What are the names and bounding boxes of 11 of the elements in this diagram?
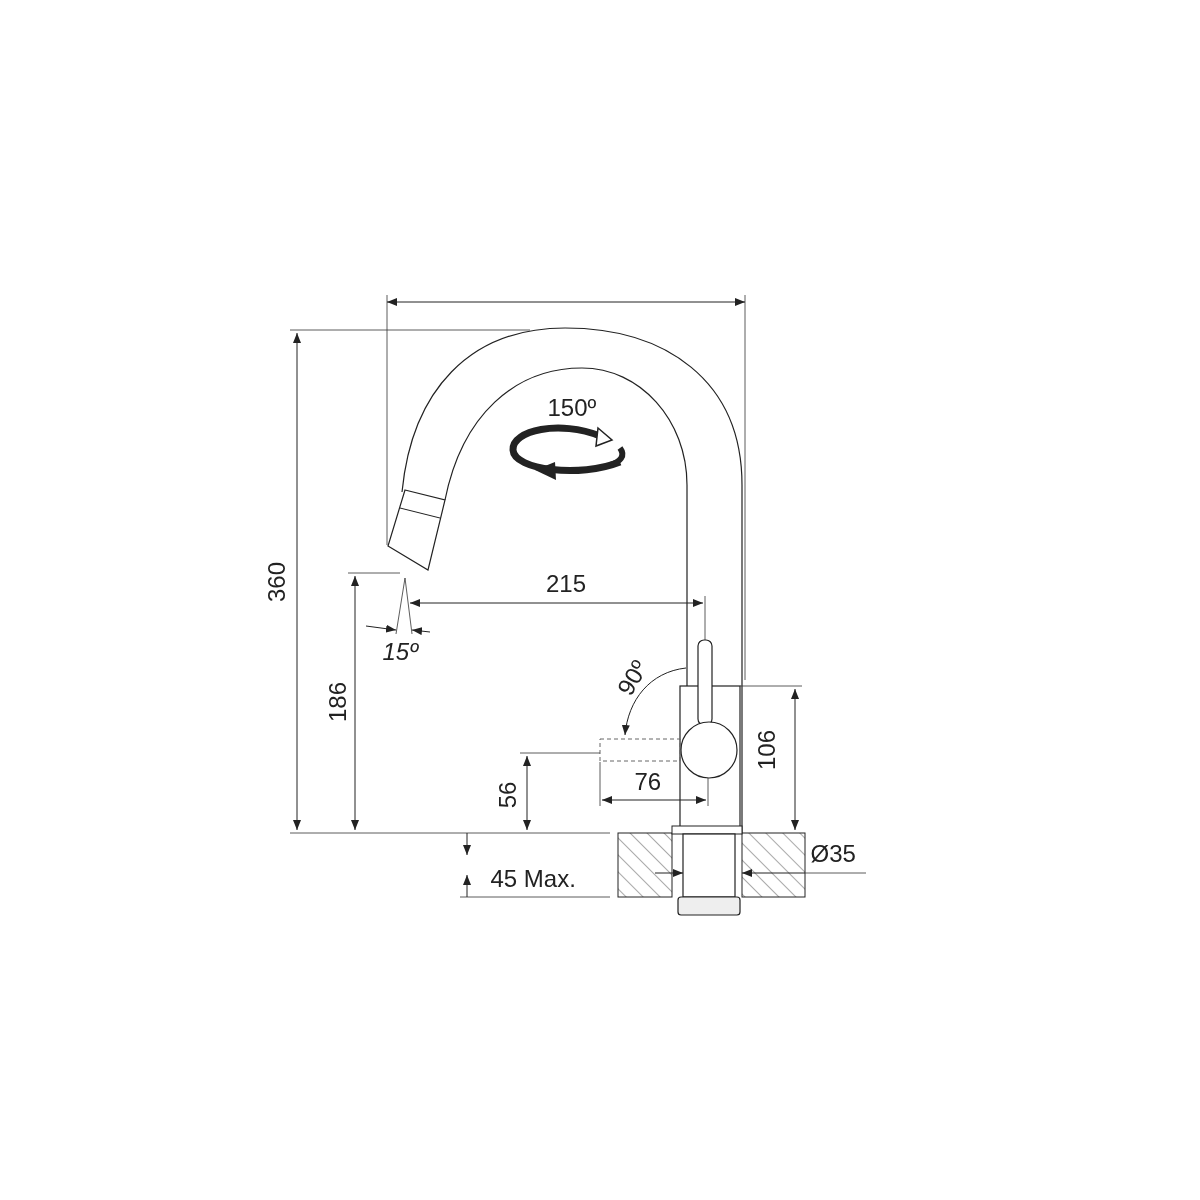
- dimension-label: Ø35: [810, 842, 856, 866]
- dimension-label: 186: [326, 682, 350, 722]
- angle-label: 150º: [547, 396, 597, 420]
- angle-label: 90º: [612, 656, 652, 700]
- dimension-label: 360: [265, 562, 289, 602]
- dimension-label: 76: [634, 770, 662, 794]
- angle-label: 15º: [382, 640, 418, 664]
- dimension-label: 106: [755, 730, 779, 770]
- dimension-label: 45 Max.: [490, 867, 576, 891]
- dimension-label: 215: [546, 572, 587, 596]
- dimension-label: 56: [495, 781, 520, 809]
